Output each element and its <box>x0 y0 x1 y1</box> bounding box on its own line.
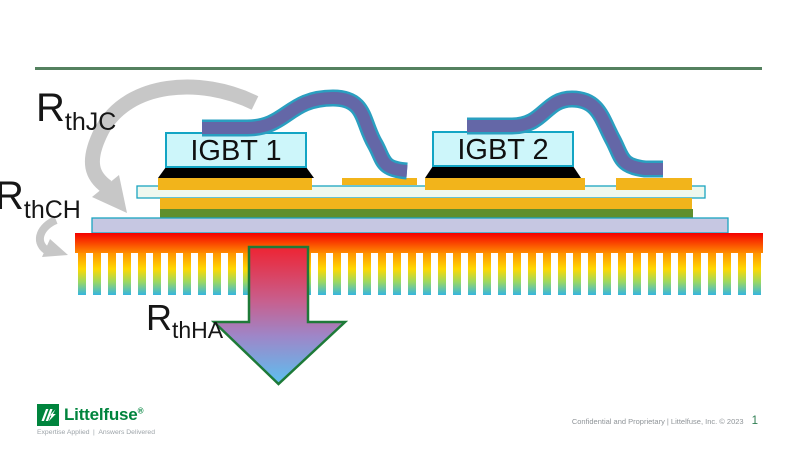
bond-wire-igbt1 <box>202 89 408 180</box>
copper-pad-wire1 <box>342 178 417 185</box>
solder-layer-igbt1 <box>158 167 314 178</box>
tagline-separator: | <box>93 429 95 436</box>
page-number: 1 <box>751 415 758 427</box>
copper-pad-wire2 <box>616 178 692 190</box>
pcb-green-layer <box>160 209 693 218</box>
littelfuse-logo-icon <box>37 404 59 426</box>
rth-ha-sub: thHA <box>172 317 224 343</box>
top-divider-line <box>35 67 762 70</box>
littelfuse-wordmark: Littelfuse® <box>64 405 143 425</box>
bond-wire-igbt2 <box>467 90 663 178</box>
rth-jc-main: R <box>36 86 65 130</box>
registered-mark: ® <box>137 406 144 416</box>
solder-layer-igbt2 <box>425 166 581 178</box>
heatsink-fins <box>78 253 761 295</box>
rth-ch-label: RthCH <box>0 174 81 224</box>
confidential-text: Confidential and Proprietary | Littelfus… <box>571 417 744 426</box>
rth-jc-arrow-icon <box>84 79 259 213</box>
brand-tagline: Expertise Applied | Answers Delivered <box>37 429 155 436</box>
rth-ha-main: R <box>146 297 172 338</box>
heatsink-base <box>75 233 763 253</box>
brand-text: Littelfuse <box>64 405 138 424</box>
footer-right: Confidential and Proprietary | Littelfus… <box>572 415 758 427</box>
tagline-left: Expertise Applied <box>37 429 90 436</box>
baseplate-layer <box>91 217 729 234</box>
rth-jc-sub: thJC <box>64 108 117 136</box>
rth-ch-arrow-icon <box>35 216 68 257</box>
rth-ha-arrow-icon <box>210 245 349 386</box>
igbt1-label: IGBT 1 <box>190 135 281 167</box>
rth-ha-label: RthHA <box>146 297 223 343</box>
igbt2-label: IGBT 2 <box>457 134 548 166</box>
rth-jc-label: RthJC <box>36 86 116 136</box>
rth-ch-sub: thCH <box>23 196 81 224</box>
igbt1-box <box>165 132 307 168</box>
rth-ch-main: R <box>0 174 24 218</box>
copper-pad-igbt2 <box>425 178 585 190</box>
tagline-right: Answers Delivered <box>98 429 155 436</box>
copper-pad-igbt1 <box>158 178 312 190</box>
copper-lower-layer <box>160 198 692 209</box>
